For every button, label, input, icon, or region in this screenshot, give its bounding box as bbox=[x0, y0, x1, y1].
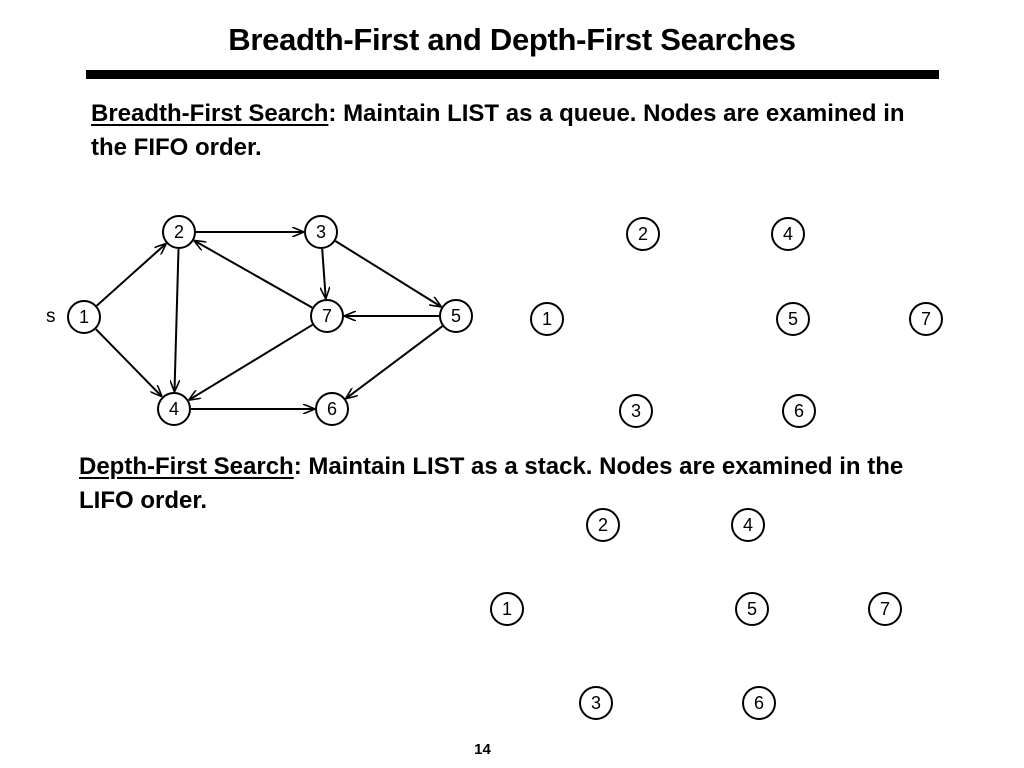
dfs-text: : Maintain LIST as a stack. Nodes are ex… bbox=[79, 453, 904, 514]
graph-node-6: 6 bbox=[315, 392, 349, 426]
graph-node-3: 3 bbox=[304, 215, 338, 249]
edge-7-to-2 bbox=[195, 241, 313, 309]
bfs-tree-node-1: 1 bbox=[530, 302, 564, 336]
bfs-term: Breadth-First Search bbox=[91, 100, 329, 127]
title-rule bbox=[86, 70, 939, 79]
dfs-tree-node-1: 1 bbox=[490, 592, 524, 626]
dfs-tree-node-2: 2 bbox=[586, 508, 620, 542]
dfs-term: Depth-First Search bbox=[79, 453, 294, 480]
graph-node-2: 2 bbox=[162, 215, 196, 249]
graph-node-7: 7 bbox=[310, 299, 344, 333]
edge-7-to-4 bbox=[189, 323, 314, 400]
bfs-description: Breadth-First Search: Maintain LIST as a… bbox=[91, 97, 931, 165]
bfs-tree-node-7: 7 bbox=[909, 302, 943, 336]
source-label: s bbox=[46, 306, 56, 327]
edge-3-to-5 bbox=[334, 240, 440, 307]
dfs-tree-node-5: 5 bbox=[735, 592, 769, 626]
dfs-tree-node-7: 7 bbox=[868, 592, 902, 626]
bfs-tree-node-6: 6 bbox=[782, 394, 816, 428]
slide-title: Breadth-First and Depth-First Searches bbox=[228, 22, 796, 57]
page-number: 14 bbox=[474, 741, 491, 758]
bfs-tree-node-5: 5 bbox=[776, 302, 810, 336]
dfs-tree-node-4: 4 bbox=[731, 508, 765, 542]
edge-1-to-2 bbox=[96, 244, 166, 307]
edge-1-to-4 bbox=[95, 328, 161, 396]
dfs-description: Depth-First Search: Maintain LIST as a s… bbox=[79, 450, 919, 518]
edge-3-to-7 bbox=[322, 248, 326, 298]
edge-2-to-4 bbox=[175, 248, 179, 391]
dfs-tree-node-6: 6 bbox=[742, 686, 776, 720]
bfs-text: : Maintain LIST as a queue. Nodes are ex… bbox=[91, 100, 905, 161]
bfs-tree-node-4: 4 bbox=[771, 217, 805, 251]
graph-node-1: 1 bbox=[67, 300, 101, 334]
edge-5-to-6 bbox=[346, 325, 443, 398]
dfs-tree-node-3: 3 bbox=[579, 686, 613, 720]
graph-node-5: 5 bbox=[439, 299, 473, 333]
graph-node-4: 4 bbox=[157, 392, 191, 426]
bfs-tree-node-2: 2 bbox=[626, 217, 660, 251]
bfs-tree-node-3: 3 bbox=[619, 394, 653, 428]
